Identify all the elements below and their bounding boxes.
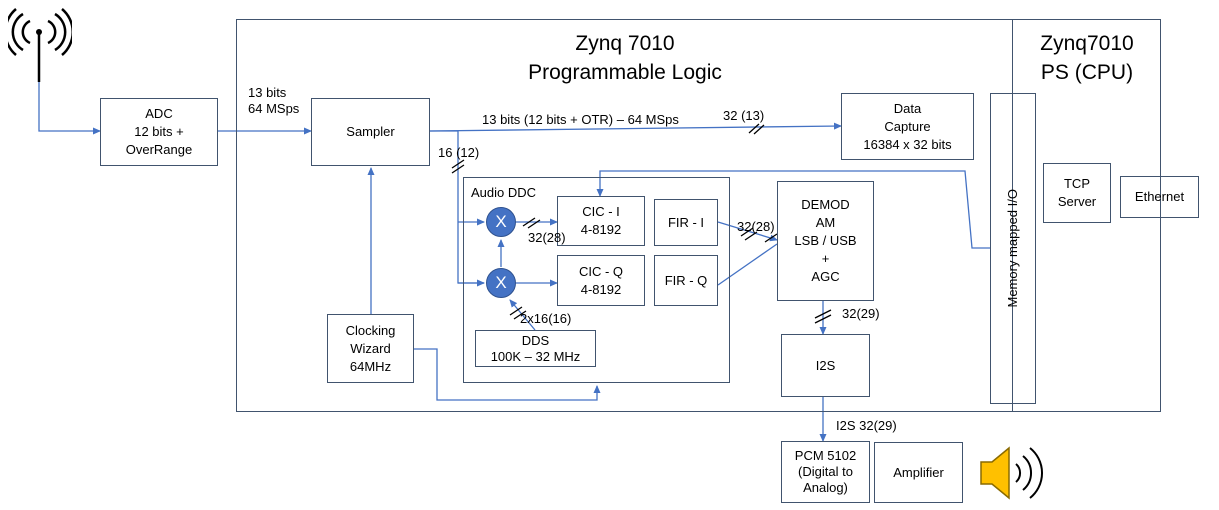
ddc-input-label: 16 (12) [438, 145, 480, 160]
pl-title: Zynq 7010 Programmable Logic [528, 32, 722, 84]
pcm5102-block: PCM 5102 (Digital to Analog) [781, 441, 870, 503]
wire-antenna-adc [38, 82, 101, 135]
bus-slash-dds [509, 306, 527, 320]
data-capture-block: Data Capture 16384 x 32 bits [841, 93, 974, 160]
sampler-block: Sampler [311, 98, 430, 166]
clocking-wizard-block: Clocking Wizard 64MHz [327, 314, 414, 383]
ps-title: Zynq7010 PS (CPU) [1040, 32, 1134, 84]
ps-cpu-region [1012, 19, 1161, 412]
bus-slash-mixer-i [522, 217, 541, 229]
mixer-q: X [486, 268, 516, 298]
mixer-i-output-label: 32(28) [528, 230, 566, 245]
fir-output-label: 32(28) [737, 219, 775, 234]
amplifier-block: Amplifier [874, 442, 963, 503]
capture-bus-label: 13 bits (12 bits + OTR) – 64 MSps [482, 112, 679, 127]
audio-ddc-region [463, 177, 730, 383]
antenna-icon [8, 8, 72, 82]
fir-i-block: FIR - I [654, 199, 718, 246]
wire-fir-q-demod [717, 243, 778, 286]
cic-q-block: CIC - Q 4-8192 [557, 255, 645, 306]
wire-clock-dds [414, 348, 601, 401]
bus-slash-ddc [451, 159, 465, 174]
wire-dds-mixer-q [509, 299, 536, 331]
wire-mmio-cic [596, 170, 990, 249]
dds-block: DDS 100K – 32 MHz [475, 330, 596, 367]
wire-sampler-capture [429, 122, 842, 132]
i2s-block: I2S [781, 334, 870, 397]
dds-output-label: 2x16(16) [520, 311, 572, 326]
bus-slash-fir [740, 227, 778, 243]
memory-mapped-io-label: Memory mapped I/O [1005, 189, 1020, 308]
capture-width-label: 32 (13) [723, 108, 765, 123]
audio-ddc-label: Audio DDC [471, 185, 537, 200]
demod-output-label: 32(29) [842, 306, 880, 321]
adc-output-label: 13 bits 64 MSps [248, 85, 300, 116]
adc-block: ADC 12 bits + OverRange [100, 98, 218, 166]
tcp-server-block: TCP Server [1043, 163, 1111, 223]
demod-block: DEMOD AM LSB / USB + AGC [777, 181, 874, 301]
i2s-output-label: I2S 32(29) [836, 418, 897, 433]
fir-q-block: FIR - Q [654, 255, 718, 306]
speaker-icon [980, 446, 1043, 500]
bus-slash-demod [814, 309, 832, 324]
bus-slash-capture [748, 123, 765, 135]
cic-i-block: CIC - I 4-8192 [557, 196, 645, 246]
ethernet-block: Ethernet [1120, 176, 1199, 218]
memory-mapped-io-block: Memory mapped I/O [990, 93, 1036, 404]
mixer-i: X [486, 207, 516, 237]
